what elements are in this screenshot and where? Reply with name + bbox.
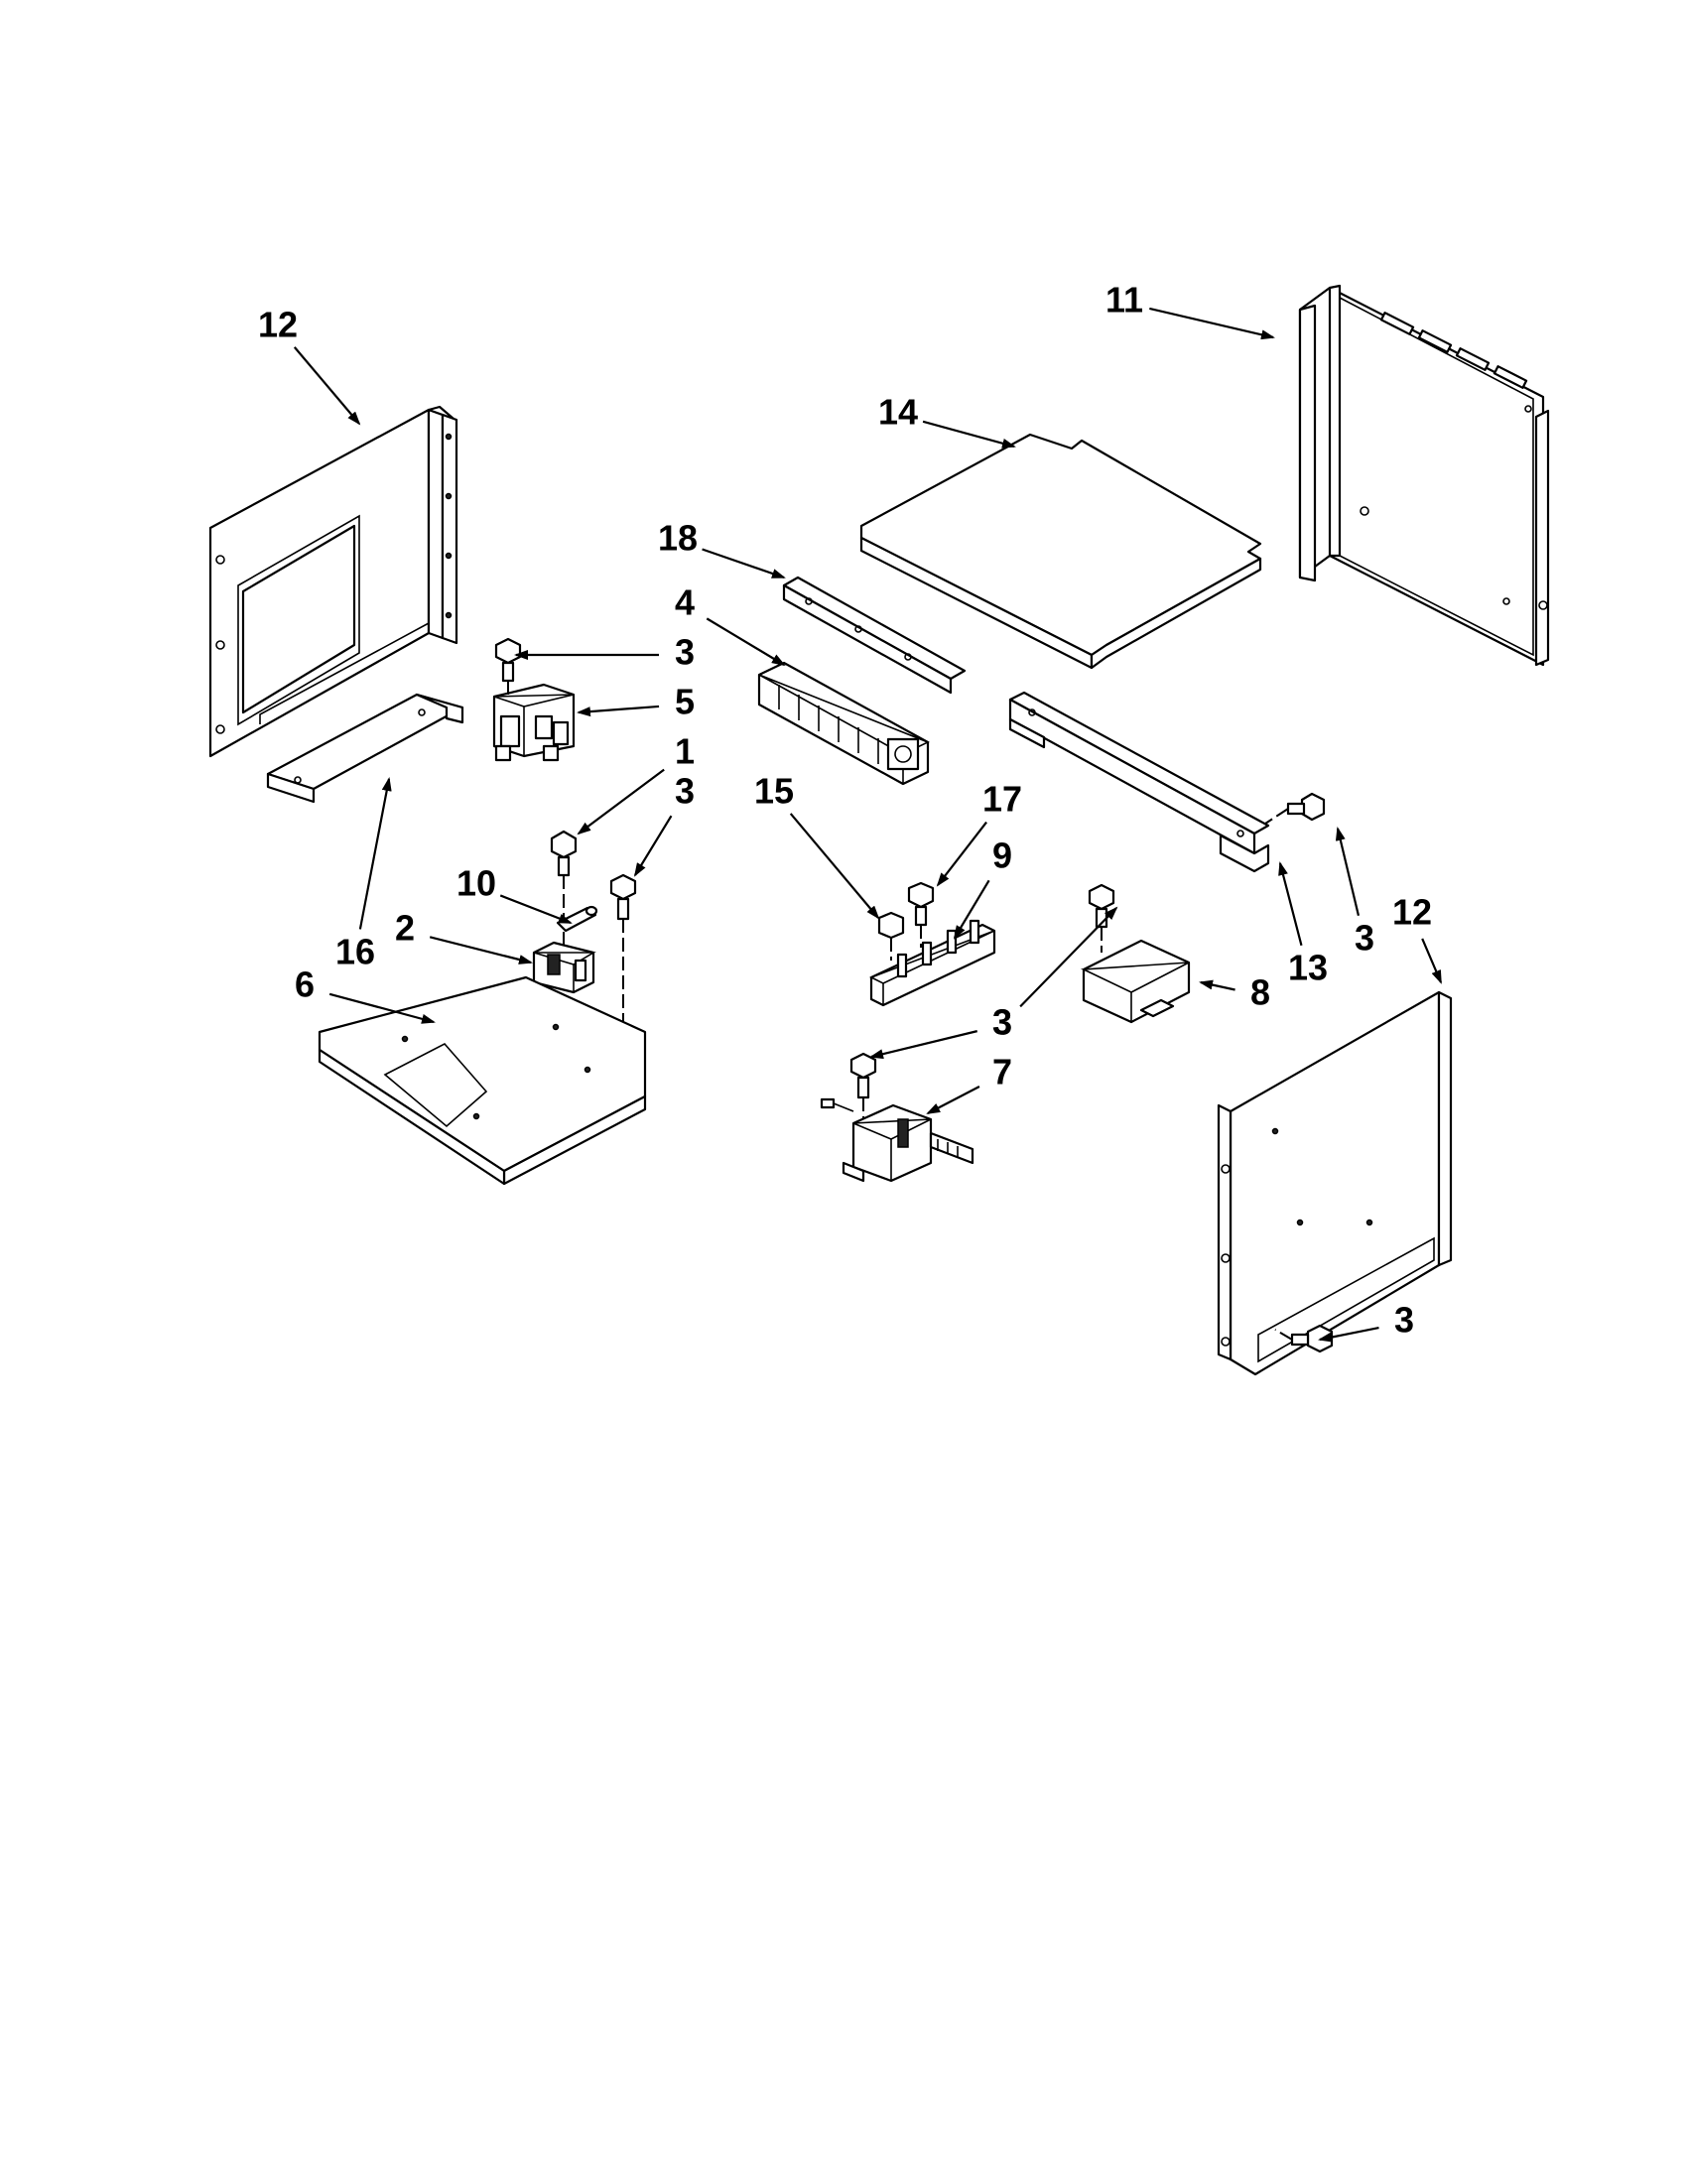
callout-c6: 6 [295,964,436,1024]
part-17-screw [907,881,935,948]
callout-number: 12 [1392,892,1432,933]
callout-number: 8 [1250,972,1270,1013]
callout-c5: 5 [577,682,695,722]
callout-leader-arrow [293,346,361,426]
callout-leader-arrow [1335,827,1361,916]
part-4-blower [757,661,930,786]
callout-number: 2 [395,908,415,949]
callout-number: 3 [675,632,695,673]
callout-leader-arrow [577,768,665,835]
callout-leader-arrow [499,894,573,925]
part-15-nut [877,911,905,961]
callout-c12b: 12 [1392,892,1443,984]
callout-leader-arrow [1019,906,1118,1008]
callout-leader-arrow [922,420,1016,449]
screw-icon [1088,883,1115,953]
callout-number: 4 [675,582,695,623]
callout-leader-arrow [869,1030,977,1060]
part-12-right-side-panel [1217,990,1453,1376]
callout-number: 3 [992,1002,1012,1043]
callout-c7: 7 [926,1052,1012,1114]
callout-number: 3 [1355,918,1374,959]
callout-number: 3 [992,1002,1012,1043]
callout-c8: 8 [1199,972,1270,1013]
callout-number: 15 [754,771,794,812]
part-8-control-box [1080,939,1191,1024]
callout-c12a: 12 [258,305,361,426]
callout-number: 9 [992,835,1012,876]
part-16-bracket [266,693,464,804]
callout-leader-arrow [358,777,392,930]
callout-number: 18 [658,518,698,559]
part-1-screw [550,830,578,948]
callout-number: 16 [335,932,375,972]
callout-c3d: 3 [869,1002,1012,1060]
callout-c15: 15 [754,771,880,920]
part-12-left-side-panel [208,405,458,758]
callout-c2: 2 [395,908,533,964]
callout-c3e: 3 [1335,827,1374,959]
callout-number: 7 [992,1052,1012,1092]
callout-number: 17 [982,779,1022,820]
callout-leader-arrow [328,992,436,1024]
callout-number: 5 [675,682,695,722]
callout-leader-arrow [926,1086,980,1114]
part-6-bottom-panel [318,975,647,1186]
part-11-rear-panel [1298,284,1550,667]
callout-number: 10 [456,863,496,904]
callout-leader-arrow [936,821,987,887]
callout-leader-arrow [429,936,533,964]
callout-c11: 11 [1105,280,1275,340]
callout-number: 12 [258,305,298,345]
callout-number: 11 [1105,280,1143,321]
callout-leader-arrow [702,548,786,579]
callout-c16: 16 [335,777,392,972]
callout-leader-arrow [1318,1327,1379,1343]
callout-leader-arrow [1199,979,1235,991]
callout-c3f: 3 [1318,1300,1414,1343]
callout-leader-arrow [633,815,673,877]
callout-c3a: 3 [514,632,695,673]
part-5-transformer [492,683,576,762]
part-14-top-panel [859,433,1262,670]
callout-number: 13 [1288,948,1328,988]
callout-number: 6 [295,964,315,1005]
callout-leader-arrow [706,617,786,667]
callout-c3b: 3 [633,771,695,877]
callout-leader-arrow [789,813,880,920]
callout-leader-arrow [1278,861,1303,947]
part-18-strip [782,576,967,695]
part-9-terminal-block [869,919,996,1007]
callout-c13: 13 [1278,861,1328,988]
callout-c14: 14 [878,392,1016,449]
screw-icon [494,637,522,697]
callout-c3c: 3 [992,906,1118,1043]
callout-leader-arrow [953,879,990,940]
part-13-rail [1008,691,1270,873]
callout-c9: 9 [953,835,1012,940]
part-7-transformer [820,1097,974,1183]
part-10-fuse [556,905,598,933]
callout-number: 3 [675,771,695,812]
callout-leader-arrow [577,705,660,717]
callout-leader-arrow [1149,307,1275,340]
callout-c18: 18 [658,518,786,579]
callout-number: 1 [675,731,695,772]
callout-c17: 17 [936,779,1022,887]
callout-number: 3 [1394,1300,1414,1341]
callout-number: 14 [878,392,918,433]
callout-c4: 4 [675,582,786,667]
screw-icon [1264,792,1326,825]
callout-c10: 10 [456,863,573,925]
callout-c1: 1 [577,731,695,835]
callout-leader-arrow [1421,938,1443,984]
